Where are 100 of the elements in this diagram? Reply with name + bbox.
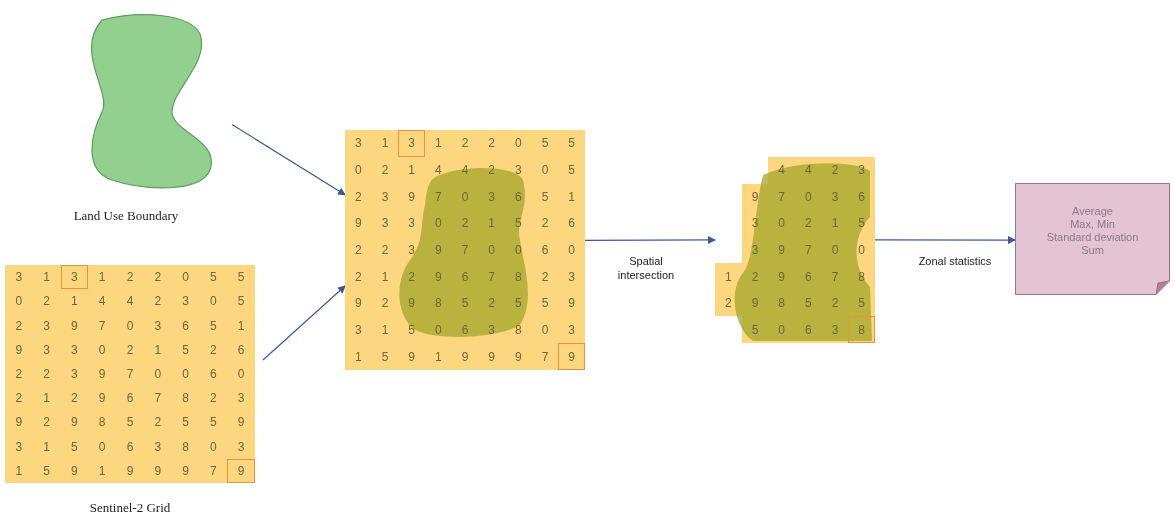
- grid-cell-value: 2: [14, 317, 24, 335]
- grid-cell-value: 9: [97, 390, 107, 408]
- grid-cell-value: 4: [97, 293, 107, 311]
- grid-cell-value: 7: [434, 188, 443, 206]
- grid-cell-value: 5: [208, 269, 218, 287]
- grid-cell-value: 6: [804, 268, 813, 286]
- grid-cell-value: 1: [354, 348, 363, 366]
- grid-cell-value: 2: [487, 295, 496, 313]
- grid-cell-value: 6: [208, 366, 218, 383]
- grid-cell-value: 4: [434, 162, 443, 179]
- grid-cell-value: 0: [434, 215, 443, 233]
- grid-cell-value: 0: [181, 366, 190, 383]
- grid-cell-value: 3: [70, 341, 79, 359]
- grid-cell-value: 2: [42, 366, 51, 383]
- arrow: [874, 236, 1016, 245]
- grid-cell-value: 3: [14, 438, 24, 456]
- grid-cell-value: 7: [777, 188, 786, 206]
- grid-cell-value: 9: [97, 366, 107, 383]
- grid-cell-value: 5: [236, 293, 246, 311]
- grid-cell-value: 3: [857, 162, 866, 180]
- statistic-label: Max, Min: [1070, 218, 1115, 231]
- grid-cell-value: 6: [125, 390, 135, 408]
- grid-cell-value: 9: [14, 341, 24, 359]
- grid-cell-value: 2: [42, 293, 51, 311]
- grid-cell-value: 5: [236, 269, 246, 287]
- grid-cell-value: 3: [407, 215, 416, 233]
- grid-cell-value: 5: [380, 348, 390, 366]
- grid-cell-value: 9: [70, 414, 79, 432]
- grid-cell-value: 3: [14, 269, 24, 287]
- grid-cell-value: 7: [540, 348, 550, 366]
- grid-cell-value: 3: [380, 188, 390, 206]
- grid-cell-value: 5: [181, 341, 190, 359]
- grid-cell-value: 7: [208, 462, 218, 480]
- grid-cell-value: 0: [97, 341, 107, 359]
- grid-cell-value: 5: [540, 295, 550, 313]
- grid-cell-value: 1: [380, 135, 390, 153]
- grid-cell-value: 5: [407, 322, 416, 339]
- grid-cell-value: 0: [567, 242, 576, 259]
- grid-cell-value: 3: [380, 215, 390, 233]
- grid-cell-value: 2: [354, 188, 363, 206]
- grid-cell-value: 7: [97, 317, 107, 335]
- grid-cell-value: 2: [830, 162, 840, 180]
- grid-cell-value: 5: [125, 414, 135, 432]
- grid-cell-value: 0: [777, 321, 786, 339]
- grid-cell-value: 6: [460, 322, 470, 339]
- grid-cell-value: 8: [848, 316, 875, 343]
- grid-cell-value: 5: [460, 295, 470, 313]
- grid-cell-value: 1: [407, 162, 416, 179]
- grid-cell-value: 0: [153, 366, 163, 383]
- grid-cell-value: 1: [153, 341, 163, 359]
- grid-cell-value: 6: [540, 242, 550, 259]
- grid-cell-value: 1: [487, 215, 496, 233]
- grid-cell-value: 0: [460, 188, 470, 206]
- grid-cell-value: 5: [857, 295, 866, 313]
- grid-cell-value: 2: [460, 135, 470, 153]
- grid-cell-value: 6: [125, 438, 135, 456]
- grid-cell-value: 9: [354, 295, 363, 313]
- grid-cell-value: 8: [181, 438, 190, 456]
- grid-cell-value: 4: [804, 162, 813, 180]
- grid-cell-value: 9: [70, 317, 79, 335]
- grid-cell-value: 0: [777, 215, 786, 233]
- node-label: Sentinel-2 Grid: [88, 499, 172, 517]
- grid-cell-value: 6: [567, 215, 576, 233]
- grid-cell-value: 9: [487, 348, 496, 366]
- grid-cell-value: 1: [434, 348, 443, 366]
- grid-cell-value: 1: [567, 188, 576, 206]
- grid-cell-value: 2: [354, 242, 363, 259]
- grid-cell-value: 2: [153, 414, 163, 432]
- grid-cell-value: 6: [460, 268, 470, 286]
- grid-cell-value: 0: [97, 438, 107, 456]
- grid-cell-value: 5: [857, 215, 866, 233]
- grid-cell-value: 0: [514, 242, 523, 259]
- grid-cell-value: 2: [460, 215, 470, 233]
- grid-cell-value: 3: [487, 188, 496, 206]
- grid-cell-value: 1: [434, 135, 443, 153]
- grid-cell-value: 9: [407, 188, 416, 206]
- grid-cell-value: 1: [97, 462, 107, 480]
- grid-cell-value: 9: [777, 268, 786, 286]
- grid-cell-value: 7: [125, 366, 135, 383]
- grid-cell-value: 3: [567, 268, 576, 286]
- statistic-label: Average: [1072, 205, 1113, 218]
- grid-cell-value: 2: [724, 295, 733, 313]
- grid-cell-value: 7: [460, 242, 470, 259]
- grid-cell-value: 0: [804, 188, 813, 206]
- grid-cell-value: 2: [125, 341, 135, 359]
- grid-cell-value: 9: [558, 343, 585, 370]
- grid-cell-value: 3: [830, 321, 840, 339]
- grid-cell-value: 6: [804, 321, 813, 339]
- grid-cell-value: 2: [153, 269, 163, 287]
- grid-cell-value: 0: [208, 438, 218, 456]
- grid-cell-value: 2: [407, 268, 416, 286]
- node-label: Land Use Boundary: [72, 207, 180, 225]
- grid-cell-value: 3: [354, 322, 363, 339]
- grid-cell-value: 9: [153, 462, 163, 480]
- grid-cell-value: 0: [434, 322, 443, 339]
- grid-cell-value: 3: [181, 293, 190, 311]
- grid-cell-value: 1: [42, 438, 51, 456]
- grid-cell-value: 2: [70, 390, 79, 408]
- grid-cell-value: 5: [208, 317, 218, 335]
- grid-cell-value: 8: [97, 414, 107, 432]
